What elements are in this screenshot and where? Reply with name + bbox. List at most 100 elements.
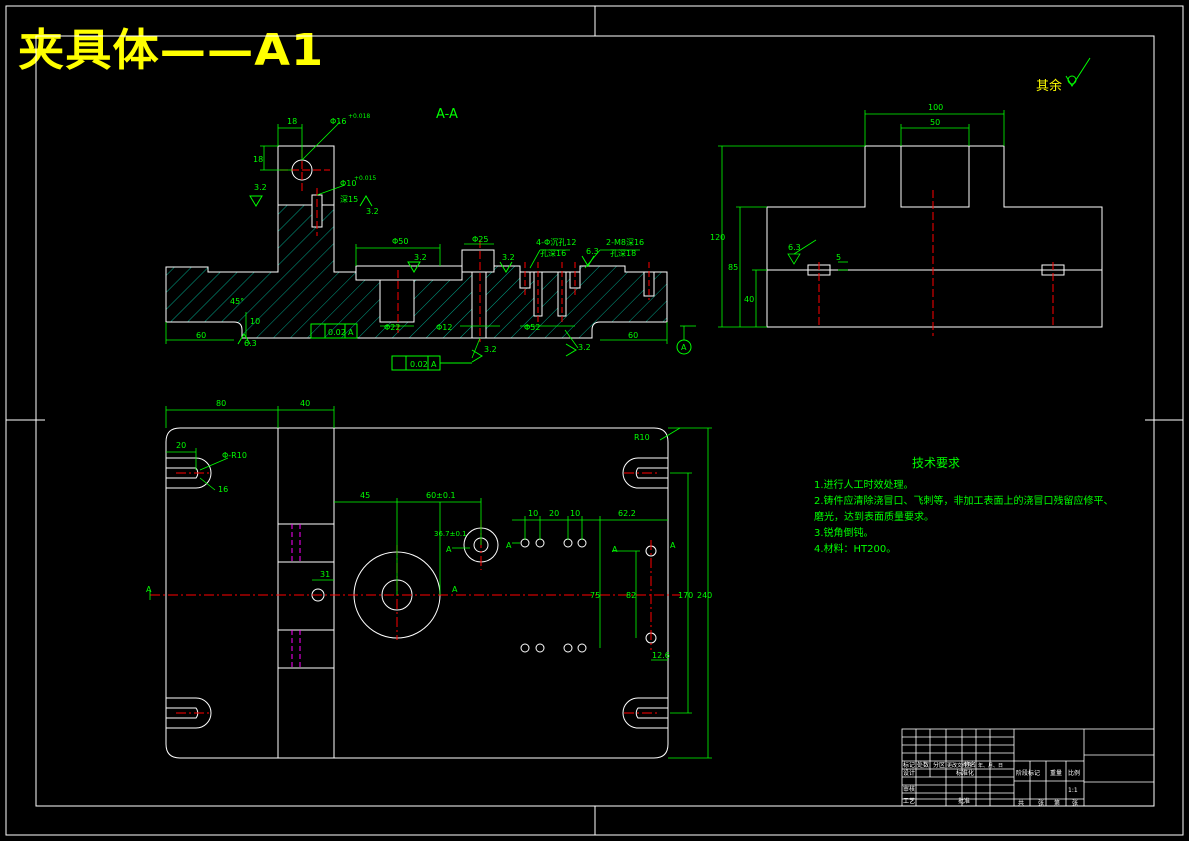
gdt-a-value: 0.02 [328,328,346,337]
dim-31: 31 [320,570,330,579]
cut-a-left: A [146,585,152,594]
dim-100: 100 [928,103,943,112]
plan-view: 80 40 20 Φ-R10 R10 16 45 60±0.1 36.7±0.1… [146,399,712,759]
tb-label-12: 工艺 [903,797,915,805]
label-a1: A [446,545,452,554]
tech-item-4: 3.锐角倒钝。 [814,526,874,539]
dim-phi22: Φ22 [384,323,400,332]
dim-82: 82 [626,591,636,600]
dim-18: 18 [287,117,297,126]
tb-label-7: 标准化 [956,769,974,777]
rough-3-2-f: 3.2 [578,343,591,352]
dim-60-right: 60 [628,331,638,340]
dim-phi12: Φ12 [436,323,452,332]
dim-60-left: 60 [196,331,206,340]
tech-requirements: 技术要求 1.进行人工时效处理。 2.铸件应清除浇冒口、飞刺等，非加工表面上的浇… [814,456,1114,555]
tb-label-13: 批准 [958,797,970,805]
section-body [165,145,668,339]
dim-45: 45 [360,491,370,500]
dim-r10: R10 [634,433,650,442]
depth-15: 深15 [340,195,358,204]
tech-item-1: 1.进行人工时效处理。 [814,478,914,491]
cut-a-right: A [452,585,458,594]
gdt-b-datum: A [431,360,437,369]
drawing-title: 夹具体——A1 [18,25,325,76]
tb-label-5: 年、月、日 [978,762,1003,769]
sheet-frame [5,5,1184,836]
tb-label-4: 签名 [964,761,976,769]
dim-20-b: 20 [549,509,559,518]
dim-240: 240 [697,591,712,600]
section-label: A-A [436,107,458,122]
tb-label-1: 处数 [917,761,929,769]
rough-3-2-b: 3.2 [366,207,379,216]
rough-6-3-side: 6.3 [788,243,801,252]
gdt-b-value: 0.02 [410,360,428,369]
dim-12-6: 12.6 [652,651,670,660]
tech-item-2: 2.铸件应清除浇冒口、飞刺等，非加工表面上的浇冒口残留应修平、 [814,494,1114,507]
rough-3-2-e: 3.2 [484,345,497,354]
section-view-a-a: A-A [165,107,696,371]
dim-40: 40 [744,295,754,304]
tb-label-6: 设计 [903,769,915,777]
tb-label-9: 重量 [1050,769,1062,777]
roughness-other-label: 其余 [1036,78,1062,94]
label-a4: A [670,541,676,550]
dim-phi52: Φ52 [524,323,540,332]
tb-label-0: 标记 [903,761,915,769]
dim-36-7: 36.7±0.1 [434,530,467,538]
title-block: 标记 处数 分区 更改文件号 签名 年、月、日 设计 标准化 阶段标记 重量 比… [901,728,1155,807]
roughness-other-symbol: 其余 [1036,57,1091,94]
dim-40-plan: 40 [300,399,310,408]
tb-scale: 1:1 [1068,787,1078,794]
rough-6-3-b: 6.3 [244,339,257,348]
dim-phi10-tol: +0.015 [354,175,376,182]
dim-phi16: Φ16 [330,117,346,126]
dim-50: 50 [930,118,940,127]
tb-label-3: 更改文件号 [947,762,972,769]
tech-item-3: 磨光，达到表面质量要求。 [814,510,934,523]
label-a2: A [506,541,512,550]
angle-45: 45° [230,297,244,306]
dim-80: 80 [216,399,226,408]
datum-a-label: A [681,343,687,352]
dim-120: 120 [710,233,725,242]
holes-2-tap: 2-M8深16 [606,238,644,247]
tb-label-14: 共 [1018,799,1024,807]
dim-10-b: 10 [570,509,580,518]
dim-phi50: Φ50 [392,237,408,246]
rough-6-3-a: 6.3 [586,247,599,256]
gdt-a-datum: A [348,328,354,337]
dim-5: 5 [836,253,841,262]
dim-85: 85 [728,263,738,272]
dim-62-2: 62.2 [618,509,636,518]
tb-label-15: 张 [1038,799,1044,807]
side-body [766,145,1103,328]
dim-16: 16 [218,485,228,494]
dim-phi10: Φ10 [340,179,356,188]
tb-label-8: 阶段标记 [1016,769,1040,777]
rough-3-2-d: 3.2 [502,253,515,262]
tech-item-5: 4.材料：HT200。 [814,542,896,555]
side-view: 100 50 120 85 40 6.3 5 [710,103,1103,336]
dim-phi-r10: Φ-R10 [222,451,247,460]
tb-label-11: 审核 [903,785,915,793]
dim-10-a: 10 [528,509,538,518]
dim-10: 10 [250,317,260,326]
dim-170: 170 [678,591,693,600]
dim-75: 75 [590,591,600,600]
tb-label-17: 张 [1072,799,1078,807]
holes-4-depth: 孔深16 [540,249,566,258]
label-a3: A [612,545,618,554]
dim-phi16-tol: +0.018 [348,113,370,120]
dim-20-plan: 20 [176,441,186,450]
tb-label-16: 第 [1054,799,1060,807]
rough-3-2-a: 3.2 [254,183,267,192]
dim-60-tol: 60±0.1 [426,491,456,500]
holes-2-depth: 孔深18 [610,249,636,258]
dim-18v: 18 [253,155,263,164]
tb-label-2: 分区 [933,761,945,769]
rough-3-2-c: 3.2 [414,253,427,262]
dim-phi25: Φ25 [472,235,488,244]
